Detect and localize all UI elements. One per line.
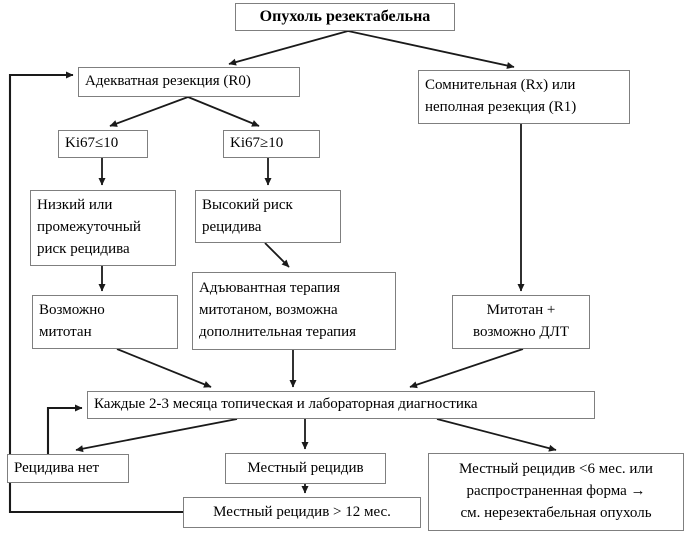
node-doubtful-incomplete-resection: Сомнительная (Rx) или неполная резекция … bbox=[418, 70, 630, 124]
connector-root-to-r0 bbox=[228, 30, 349, 66]
node-local-recurrence-over-12-months: Местный рецидив > 12 мес. bbox=[183, 497, 421, 528]
node-tumor-resectable: Опухоль резектабельна bbox=[235, 3, 455, 31]
connector-dlt-to-surv bbox=[409, 348, 524, 389]
node-ki67-ge-10: Ki67≥10 bbox=[223, 130, 320, 158]
connector-mitotane-to-surv bbox=[116, 348, 212, 388]
connector-norec-loop-to-surv bbox=[46, 404, 83, 454]
node-no-recurrence: Рецидива нет bbox=[7, 454, 129, 483]
node-adequate-resection-r0: Адекватная резекция (R0) bbox=[78, 67, 300, 97]
node-adjuvant-mitotane-therapy: Адъювантная терапия митотаном, возможна … bbox=[192, 272, 396, 350]
connector-surv-to-norec bbox=[75, 418, 238, 453]
node-possible-mitotane: Возможно митотан bbox=[32, 295, 178, 349]
connector-root-to-rx bbox=[347, 30, 515, 69]
node-early-recurrence-unresectable: Местный рецидив <6 мес. или распростране… bbox=[428, 453, 684, 531]
node-surveillance-every-2-3-months: Каждые 2-3 месяца топическая и лаборатор… bbox=[87, 391, 595, 419]
connector-surv-to-early bbox=[436, 418, 557, 452]
node-local-recurrence: Местный рецидив bbox=[225, 453, 386, 484]
node-mitotane-plus-radiotherapy: Митотан + возможно ДЛТ bbox=[452, 295, 590, 349]
node-high-risk: Высокий риск рецидива bbox=[195, 190, 341, 243]
node-ki67-le-10: Ki67≤10 bbox=[58, 130, 148, 158]
connector-highrisk-to-adjuvant bbox=[264, 242, 290, 268]
connector-late-loop-to-r0 bbox=[8, 71, 183, 514]
connector-r0-to-ki67low bbox=[109, 96, 189, 127]
node-low-intermediate-risk: Низкий или промежуточный риск рецидива bbox=[30, 190, 176, 266]
connector-r0-to-ki67high bbox=[187, 96, 260, 127]
